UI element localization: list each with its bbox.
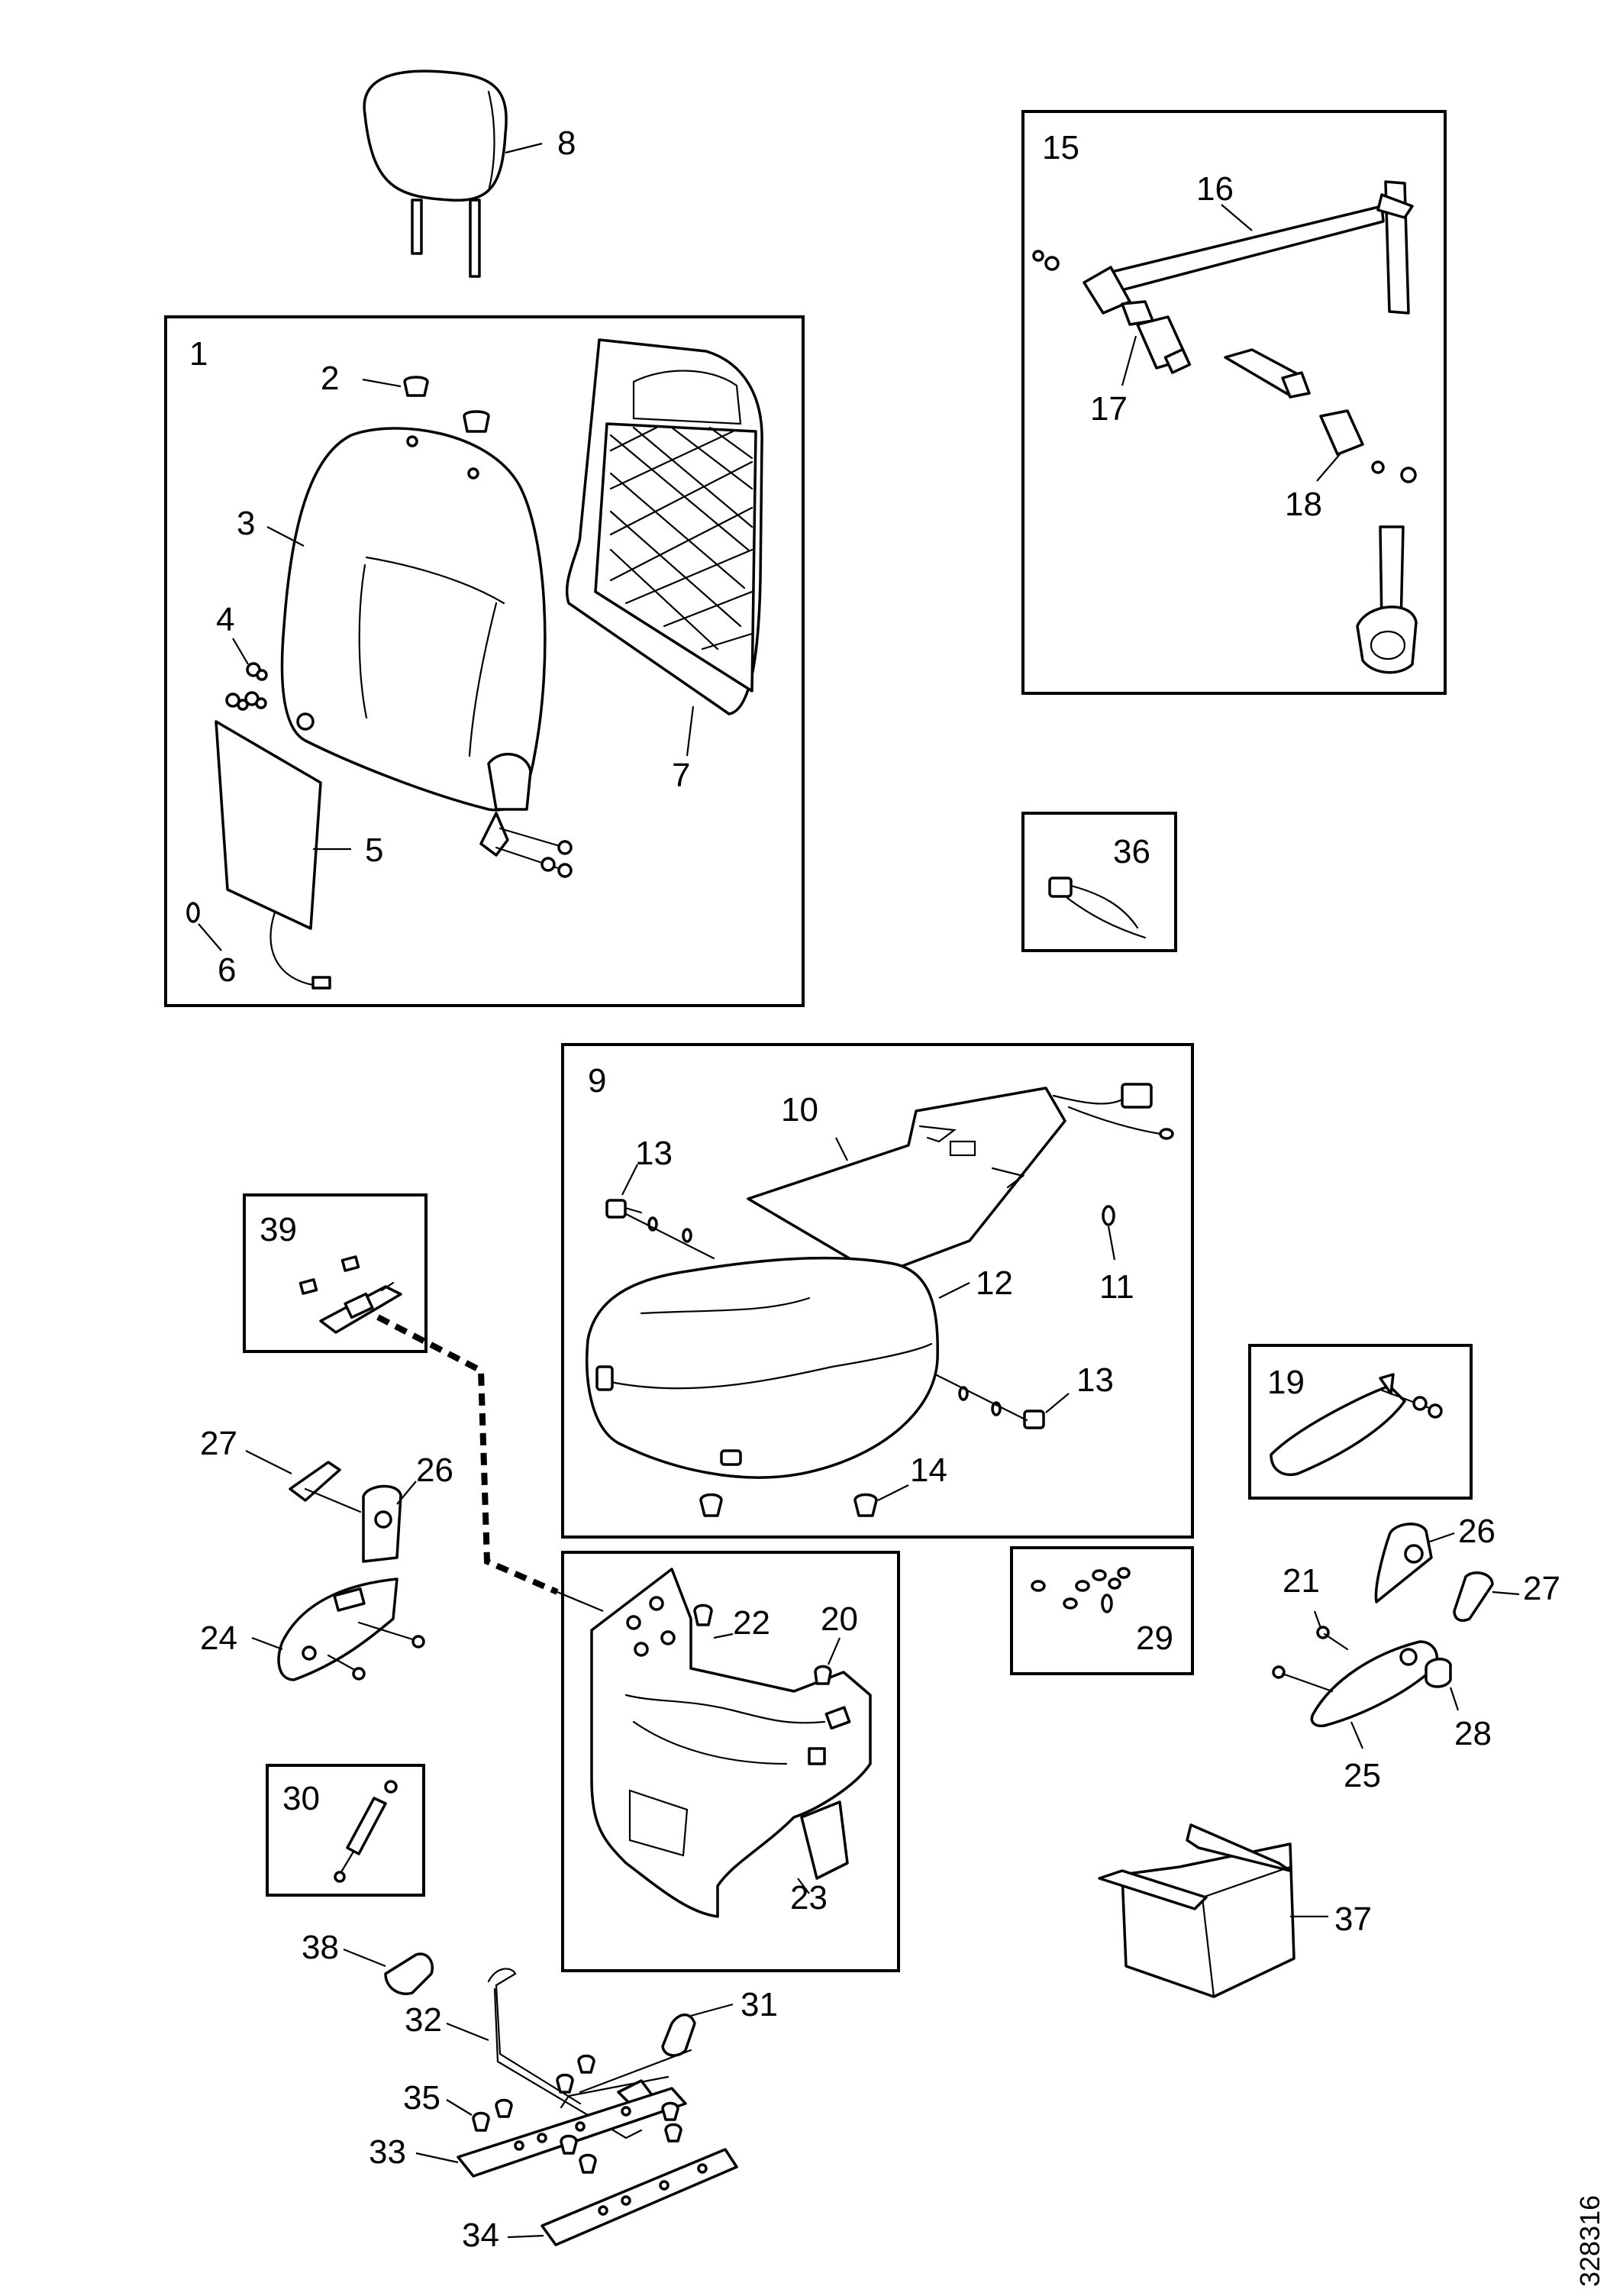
bracket-25 [1272,1640,1438,1749]
heating-pad-10 [747,1083,1174,1277]
callout-26-left: 26 [416,1452,453,1489]
callout-27-right: 27 [1523,1570,1560,1607]
nuts-35 [446,2054,682,2174]
screw-21 [1313,1610,1349,1651]
callout-8: 8 [557,124,576,162]
callout-22: 22 [733,1604,770,1642]
handle-38 [343,1948,434,1995]
kit-39-leader [376,1314,559,1595]
buckle-17 [1121,300,1192,386]
seat-belt-frame [1021,110,1447,695]
kit-19-frame [1248,1344,1473,1500]
cushion-frame [561,1043,1194,1539]
callout-27-left: 27 [200,1425,237,1462]
group-label-9: 9 [588,1062,606,1100]
kit-39-parts [298,1255,402,1334]
bracket-24 [251,1577,425,1681]
cable-36 [1048,877,1147,939]
callout-3: 3 [237,505,255,542]
seat-base-23 [590,1568,872,1918]
kit-29-frame [1010,1546,1194,1675]
rail-33 [415,2087,687,2178]
callout-7: 7 [672,757,690,794]
hinge-bracket [296,712,573,878]
callout-21: 21 [1283,1562,1320,1600]
callout-38: 38 [302,1929,339,1966]
backrest-frame [164,315,805,1007]
headrest [363,69,543,278]
callout-13-lower: 13 [1076,1361,1114,1399]
belt-16 [1032,180,1414,315]
fastener-22 [693,1603,734,1639]
callout-17: 17 [1090,390,1128,428]
callout-28: 28 [1454,1715,1492,1752]
group-label-19: 19 [1267,1364,1305,1401]
backrest-cushion [280,427,547,812]
kit-30-frame [266,1764,425,1897]
ring-6 [186,902,222,951]
callout-37: 37 [1334,1900,1372,1938]
callout-13-upper: 13 [635,1135,673,1172]
belt-retractor [1356,525,1418,674]
rail-34 [507,2148,738,2246]
backrest-frame-part [565,338,763,757]
callout-32: 32 [405,2001,442,2039]
callout-35: 35 [403,2079,440,2117]
bracket-26-left [362,1481,417,1563]
storage-box-37 [1098,1823,1328,1998]
callout-34: 34 [462,2217,499,2254]
callout-20: 20 [821,1600,858,1638]
callout-5: 5 [365,832,383,869]
callout-25: 25 [1344,1757,1381,1794]
plug-2 [362,376,490,433]
lever-27-left [245,1450,362,1513]
group-label-1: 1 [189,335,208,373]
callout-31: 31 [741,1986,778,2023]
group-label-15: 15 [1042,129,1079,166]
callout-16: 16 [1196,170,1234,208]
group-label-29: 29 [1136,1619,1173,1657]
callout-12: 12 [976,1264,1013,1302]
cable-frame [1021,812,1177,952]
callout-4: 4 [216,601,234,638]
bolts-13 [605,1164,1070,1429]
bushing-28 [1425,1658,1460,1711]
kit-39-frame [243,1193,428,1353]
callout-14: 14 [910,1452,947,1489]
callout-26-right: 26 [1458,1513,1496,1550]
bracket-26-right [1374,1523,1455,1603]
heating-pad-5 [215,720,351,990]
gas-spring-30 [334,1780,398,1883]
handle-31 [661,2003,734,2057]
group-label-30: 30 [282,1780,320,1817]
callout-24: 24 [200,1619,237,1657]
ring-11 [1102,1205,1116,1261]
callout-23: 23 [790,1879,828,1917]
buckle-18 [1224,348,1417,483]
screws-4 [225,638,268,711]
callout-6: 6 [218,951,236,989]
callout-33: 33 [369,2133,406,2171]
callout-10: 10 [781,1091,818,1129]
callout-2: 2 [321,360,339,397]
fasteners-14 [699,1484,909,1517]
group-label-36: 36 [1113,833,1150,870]
lever-27-right [1453,1571,1520,1622]
seat-base-frame [561,1551,900,1972]
kit-19-bracket [1270,1373,1443,1476]
callout-11: 11 [1099,1268,1134,1306]
group-label-39: 39 [260,1211,297,1248]
kit-29-parts [1031,1567,1131,1613]
cushion-12 [586,1256,970,1479]
drawing-number: 328316 [1574,2195,1605,2287]
fastener-20 [814,1637,841,1685]
callout-18: 18 [1285,486,1322,523]
